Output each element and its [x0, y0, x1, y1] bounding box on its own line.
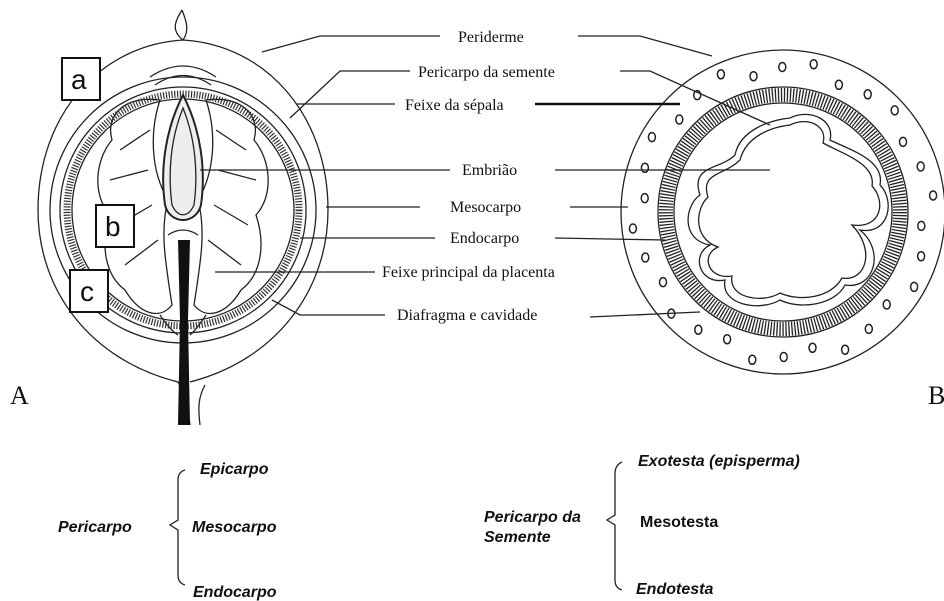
legend-pericarpo: Pericarpo Epicarpo Mesocarpo Endocarpo	[58, 461, 277, 601]
vascular-dot	[864, 90, 871, 99]
vascular-dot	[835, 80, 842, 89]
vascular-dot	[648, 133, 655, 142]
vascular-dot	[641, 194, 648, 203]
placental-bundle	[178, 240, 190, 425]
vascular-dot	[749, 355, 756, 364]
legend-epicarpo: Epicarpo	[200, 461, 269, 478]
vascular-dot	[918, 252, 925, 261]
vascular-dot	[883, 300, 890, 309]
vascular-dot	[695, 325, 702, 334]
legend-exotesta: Exotesta (episperma)	[638, 453, 800, 470]
label-feixe-placenta: Feixe principal da placenta	[382, 264, 555, 281]
embryo	[163, 95, 203, 220]
vascular-dot	[809, 343, 816, 352]
vascular-dot	[779, 63, 786, 72]
vascular-dot	[900, 137, 907, 146]
label-endocarpo: Endocarpo	[450, 230, 519, 247]
legend-semente-root-1: Pericarpo da	[484, 509, 581, 526]
vascular-dot	[865, 324, 872, 333]
svg-text:a: a	[71, 64, 87, 95]
label-mesocarpo: Mesocarpo	[450, 199, 521, 216]
svg-text:b: b	[105, 211, 121, 242]
vascular-dot	[641, 163, 648, 172]
box-c: c	[70, 270, 108, 312]
vascular-dot	[917, 162, 924, 171]
label-pericarpo-semente: Pericarpo da semente	[418, 64, 555, 81]
vascular-dot	[750, 72, 757, 81]
svg-text:c: c	[80, 276, 94, 307]
right-lobe	[194, 99, 268, 313]
vascular-dot	[911, 282, 918, 291]
box-a: a	[62, 58, 100, 100]
legend-pericarpo-root: Pericarpo	[58, 519, 132, 536]
label-periderme: Periderme	[458, 29, 524, 46]
vascular-dot	[642, 253, 649, 262]
legend-endotesta: Endotesta	[636, 581, 713, 598]
fruit-cross-section	[621, 50, 944, 374]
vascular-dot	[918, 221, 925, 230]
label-diafragma: Diafragma e cavidade	[397, 307, 537, 324]
vascular-dot	[842, 345, 849, 354]
vascular-dot	[810, 60, 817, 69]
label-feixe-sepala: Feixe da sépala	[405, 97, 504, 114]
panel-label-a: A	[10, 381, 29, 410]
vascular-dot	[629, 224, 636, 233]
vascular-dot	[891, 106, 898, 115]
legend-mesocarpo: Mesocarpo	[192, 519, 277, 536]
vascular-dot	[676, 115, 683, 124]
legend-pericarpo-semente: Pericarpo da Semente Exotesta (episperma…	[484, 453, 800, 598]
label-embriao: Embrião	[462, 162, 517, 179]
vascular-dot	[717, 70, 724, 79]
vascular-dot	[930, 191, 937, 200]
box-b: b	[96, 205, 134, 247]
stalk-tip	[175, 10, 183, 40]
vascular-dot	[724, 335, 731, 344]
legend-endocarpo: Endocarpo	[193, 584, 277, 601]
legend-mesotesta: Mesotesta	[640, 514, 718, 531]
panel-label-b: B	[928, 381, 944, 410]
vascular-dot	[660, 278, 667, 287]
legend-semente-root-2: Semente	[484, 529, 551, 546]
vascular-dot	[780, 353, 787, 362]
seed-cavity	[688, 114, 888, 305]
